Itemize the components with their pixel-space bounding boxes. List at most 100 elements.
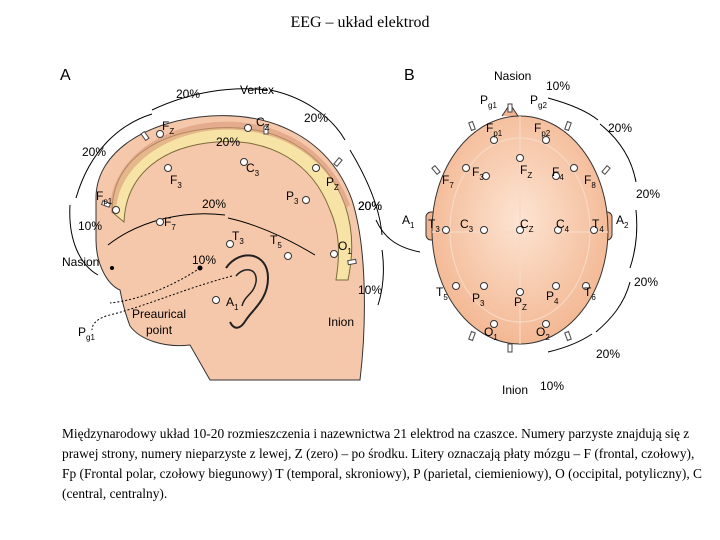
top-view-ticks xyxy=(431,103,611,353)
label-b-cz: CZ xyxy=(520,217,534,234)
electrode-b-t5 xyxy=(452,282,460,290)
electrode-b-t3 xyxy=(442,226,450,234)
nasion-dot xyxy=(110,266,114,270)
electrode-a1 xyxy=(212,296,220,304)
eeg-diagram: 20% Vertex 20% 20% 20% 20% 20% 10% 10% 1… xyxy=(62,69,660,397)
pct-a-3: 20% xyxy=(216,135,240,149)
top-view-labels: Nasion 10% 20% 20% 20% 20% 20% Inion 10%… xyxy=(358,69,660,397)
electrode-f7 xyxy=(156,218,164,226)
nasion-label-b: Nasion xyxy=(494,69,531,83)
pct-a-5: 20% xyxy=(202,197,226,211)
electrode-b-t6 xyxy=(582,282,590,290)
pct-a-4: 20% xyxy=(82,145,106,159)
electrode-b-fp1 xyxy=(490,136,498,144)
label-b-t4: T4 xyxy=(592,217,604,234)
label-b-o1: O1 xyxy=(484,325,498,342)
electrode-b-o2 xyxy=(542,320,550,328)
electrode-o1 xyxy=(330,250,338,258)
electrode-fp1 xyxy=(112,206,120,214)
side-view-electrodes xyxy=(112,124,338,304)
label-b-f3: F3 xyxy=(472,165,484,182)
panel-a-label: A xyxy=(60,67,71,84)
label-b-f7: F7 xyxy=(442,173,454,190)
pct-a-6: 20% xyxy=(358,199,382,213)
electrode-t3 xyxy=(226,240,234,248)
page-title: EEG – układ elektrod xyxy=(290,14,430,31)
label-b-pg1: Pg1 xyxy=(480,93,497,110)
pct-a-1: 20% xyxy=(176,87,200,101)
pct-b-bottom10: 10% xyxy=(540,379,564,393)
label-a-fz: FZ xyxy=(162,119,174,136)
pct-a-2: 20% xyxy=(304,111,328,125)
electrode-b-o1 xyxy=(490,320,498,328)
electrode-p3 xyxy=(302,196,310,204)
pg1-dotted-line xyxy=(91,275,233,331)
electrode-b-f4 xyxy=(552,172,560,180)
ear-inner xyxy=(235,269,257,307)
inion-label-a: Inion xyxy=(328,315,354,329)
electrode-b-f3 xyxy=(482,172,490,180)
electrode-b-p3 xyxy=(480,282,488,290)
label-b-a1: A1 xyxy=(402,213,415,230)
electrode-b-c3 xyxy=(480,226,488,234)
label-b-t6: T6 xyxy=(584,285,596,302)
scalp-band xyxy=(110,121,350,210)
ear-outline xyxy=(225,254,270,329)
label-a-pz: PZ xyxy=(326,175,339,192)
preaurical-label-2: point xyxy=(146,323,173,337)
electrode-b-f8 xyxy=(570,164,578,172)
label-b-pz: PZ xyxy=(514,295,527,312)
pct-b-right-lower: 20% xyxy=(634,275,658,289)
electrode-c3 xyxy=(240,158,248,166)
inion-label-b: Inion xyxy=(502,383,528,397)
pct-b-left-mid: 20% xyxy=(358,199,382,213)
label-a-pg1: Pg1 xyxy=(78,325,95,342)
label-b-o2: O2 xyxy=(536,325,550,342)
pct-b-right-upper: 20% xyxy=(608,121,632,135)
label-b-p4: P4 xyxy=(546,289,559,306)
pct-a-9: 10% xyxy=(358,283,382,297)
label-b-fz: FZ xyxy=(520,163,532,180)
pct-a-7: 10% xyxy=(78,219,102,233)
label-a-f7: F7 xyxy=(164,215,176,232)
nasion-label-a: Nasion xyxy=(62,255,99,269)
label-b-c3: C3 xyxy=(460,217,474,234)
label-b-c4: C4 xyxy=(556,217,570,234)
electrode-b-f7 xyxy=(462,164,470,172)
vertex-label: Vertex xyxy=(240,83,274,97)
label-b-fp2: Fp2 xyxy=(534,121,551,138)
label-a-f3: F3 xyxy=(170,173,182,190)
side-view-ticks xyxy=(100,125,357,266)
preaurical-point-dot xyxy=(197,265,203,271)
electrode-t5 xyxy=(284,252,292,260)
electrode-b-p4 xyxy=(552,282,560,290)
panel-b-label: B xyxy=(404,67,415,84)
electrode-f3 xyxy=(164,164,172,172)
pct-b-right-mid: 20% xyxy=(636,187,660,201)
label-a-fp1: Fp1 xyxy=(96,189,113,206)
electrode-b-c4 xyxy=(554,226,562,234)
electrode-pz xyxy=(312,164,320,172)
pct-b-bottom20: 20% xyxy=(596,347,620,361)
label-a-o1: O1 xyxy=(338,239,352,256)
electrode-b-pz xyxy=(516,288,524,296)
label-a-t5: T5 xyxy=(270,233,282,250)
side-view-head xyxy=(91,115,365,381)
figure-caption: Międzynarodowy układ 10-20 rozmieszczeni… xyxy=(62,426,702,501)
electrode-b-fz xyxy=(516,154,524,162)
electrode-b-cz xyxy=(516,226,524,234)
label-a-a1: A1 xyxy=(226,295,239,312)
label-b-f8: F8 xyxy=(584,173,596,190)
pct-b-top10: 10% xyxy=(546,79,570,93)
top-view-arcs xyxy=(375,97,638,353)
label-b-p3: P3 xyxy=(472,291,485,308)
side-view-labels: 20% Vertex 20% 20% 20% 20% 20% 10% 10% 1… xyxy=(62,83,382,342)
label-b-t3: T3 xyxy=(428,217,440,234)
pct-a-8: 10% xyxy=(192,253,216,267)
preaurical-dotted-line xyxy=(109,267,201,304)
electrode-b-t4 xyxy=(590,226,598,234)
top-view-electrodes xyxy=(442,136,598,328)
label-b-pg2: Pg2 xyxy=(530,93,547,110)
preaurical-label-1: Preaurical xyxy=(132,307,186,321)
electrode-fz xyxy=(156,130,164,138)
